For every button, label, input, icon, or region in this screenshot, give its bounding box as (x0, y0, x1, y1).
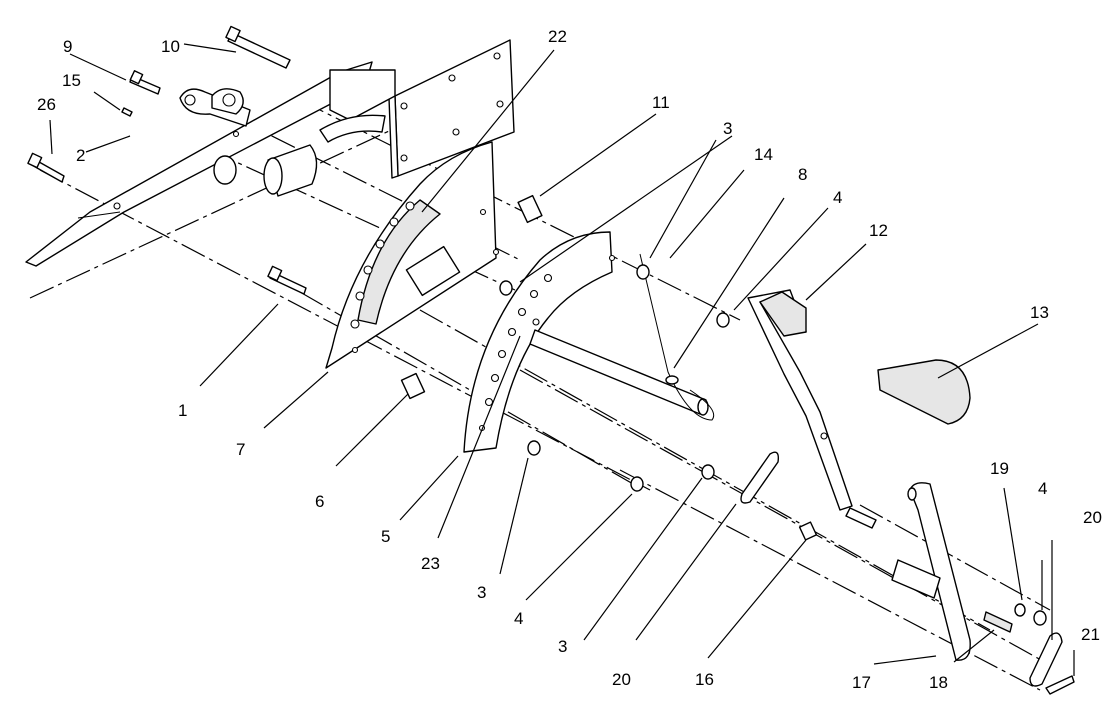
callout-21: 21 (1081, 625, 1100, 644)
nuts-and-spacers (400, 194, 1047, 626)
rod-part (529, 253, 715, 421)
callout-4: 4 (1038, 479, 1047, 498)
callout-15: 15 (62, 71, 81, 90)
callout-17: 17 (852, 673, 871, 692)
pedal-pad-part (877, 359, 971, 425)
callout-22: 22 (548, 27, 567, 46)
pivot-tube-part (213, 144, 318, 197)
callout-26: 26 (37, 95, 56, 114)
pedal-arm-part (747, 289, 853, 511)
callout-5: 5 (381, 527, 390, 546)
quadrant-plate-part (463, 231, 616, 453)
callout-12: 12 (869, 221, 888, 240)
callout-3: 3 (558, 637, 567, 656)
callout-4: 4 (833, 188, 842, 207)
callout-labels: 1 2 3 3 3 3 4 4 4 4 5 6 7 8 9 10 11 12 1… (37, 27, 1102, 692)
callout-13: 13 (1030, 303, 1049, 322)
callout-4: 4 (514, 609, 523, 628)
callout-1: 1 (178, 401, 187, 420)
sector-plate-part (325, 141, 500, 369)
callout-8: 8 (798, 165, 807, 184)
clevis-bracket-part (179, 88, 251, 138)
callout-7: 7 (236, 440, 245, 459)
link-plates (740, 451, 1063, 687)
bolts (27, 25, 1075, 695)
callout-11: 11 (652, 93, 670, 112)
callout-6: 6 (315, 492, 324, 511)
callout-14: 14 (754, 145, 773, 164)
callout-3: 3 (477, 583, 486, 602)
mounting-plate-part (319, 39, 515, 179)
leader-lines (49, 43, 1075, 676)
callout-3: 3 (723, 119, 732, 138)
callout-10: 10 (161, 37, 180, 56)
lever-part (845, 482, 1013, 661)
callout-9: 9 (63, 37, 72, 56)
callout-18: 18 (929, 673, 948, 692)
callout-2: 2 (76, 146, 85, 165)
callout-19: 19 (990, 459, 1009, 478)
callout-20: 20 (1083, 508, 1102, 527)
callout-23: 23 (421, 554, 440, 573)
callout-16: 16 (695, 670, 714, 689)
callout-20: 20 (612, 670, 631, 689)
